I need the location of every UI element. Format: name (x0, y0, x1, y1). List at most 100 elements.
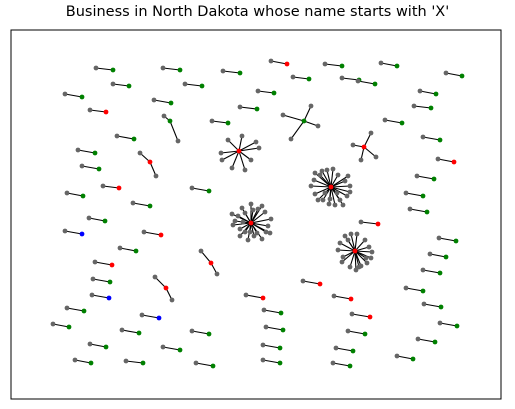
edge (221, 150, 240, 161)
node-gray (421, 301, 427, 307)
edge (81, 165, 100, 170)
edge (238, 150, 252, 161)
node-gray (290, 74, 296, 80)
node-green (280, 327, 286, 333)
node-gray (414, 173, 420, 179)
node-green (428, 105, 434, 111)
edge (191, 330, 210, 335)
node-gray (311, 177, 317, 183)
node-red (348, 296, 354, 302)
node-gray (255, 206, 261, 212)
edge (354, 239, 366, 252)
node-gray (427, 251, 433, 257)
node-green (88, 360, 94, 366)
node-gray (214, 271, 220, 277)
node-green (177, 67, 183, 73)
node-gray (169, 297, 175, 303)
node-gray (280, 112, 286, 118)
node-gray (229, 165, 235, 171)
node-gray (335, 172, 341, 178)
node-gray (255, 88, 261, 94)
node-green (80, 193, 86, 199)
node-gray (237, 104, 243, 110)
edge (64, 93, 83, 98)
node-green (225, 120, 231, 126)
edge (94, 261, 113, 266)
node-gray (193, 360, 199, 366)
edge (429, 253, 447, 258)
node-gray (378, 60, 384, 66)
node-gray (250, 207, 256, 213)
edge (350, 233, 356, 252)
node-green (453, 238, 459, 244)
node-gray (263, 229, 269, 235)
node-gray (256, 145, 262, 151)
node-gray (407, 206, 413, 212)
edge (263, 309, 282, 314)
node-gray (411, 103, 417, 109)
node-gray (263, 324, 269, 330)
node-gray (337, 240, 343, 246)
node-gray (260, 357, 266, 363)
edge (396, 355, 414, 360)
node-gray (403, 285, 409, 291)
edge (245, 294, 264, 299)
edge (363, 146, 377, 158)
node-gray (137, 150, 143, 156)
edge (310, 185, 332, 188)
node-green (96, 166, 102, 172)
edge (89, 343, 107, 348)
node-gray (335, 247, 341, 253)
node-green (277, 345, 283, 351)
plot-frame (10, 29, 502, 400)
node-gray (235, 213, 241, 219)
edge (423, 303, 442, 308)
node-green (66, 324, 72, 330)
node-gray (322, 61, 328, 67)
node-gray (265, 223, 271, 229)
edge (211, 120, 229, 124)
node-gray (251, 233, 257, 239)
node-green (350, 348, 356, 354)
edge (422, 269, 441, 274)
node-green (424, 209, 430, 215)
edge (405, 192, 424, 197)
node-gray (319, 168, 325, 174)
node-gray (369, 249, 375, 255)
node-gray (242, 167, 248, 173)
node-gray (330, 166, 336, 172)
node-gray (50, 321, 56, 327)
edge (330, 186, 348, 197)
edge (95, 67, 114, 71)
node-gray (268, 216, 274, 222)
node-gray (312, 191, 318, 197)
edge (154, 276, 167, 289)
node-gray (62, 91, 68, 97)
node-green (372, 81, 378, 87)
node-gray (239, 133, 245, 139)
node-red (352, 248, 358, 254)
node-gray (330, 360, 336, 366)
node-gray (160, 65, 166, 71)
node-gray (347, 183, 353, 189)
node-gray (344, 193, 350, 199)
node-gray (62, 228, 68, 234)
node-green (254, 106, 260, 112)
node-gray (394, 353, 400, 359)
edge (141, 314, 160, 319)
node-green (437, 137, 443, 143)
node-gray (437, 320, 443, 326)
node-green (131, 136, 137, 142)
node-gray (322, 190, 328, 196)
edge (354, 246, 370, 252)
node-green (103, 344, 109, 350)
node-gray (354, 231, 360, 237)
edge (339, 242, 356, 252)
edge (354, 250, 368, 264)
node-gray (332, 202, 338, 208)
node-green (339, 63, 345, 69)
node-gray (75, 147, 81, 153)
edge (313, 179, 332, 188)
edge (238, 147, 260, 152)
edge (363, 132, 372, 148)
